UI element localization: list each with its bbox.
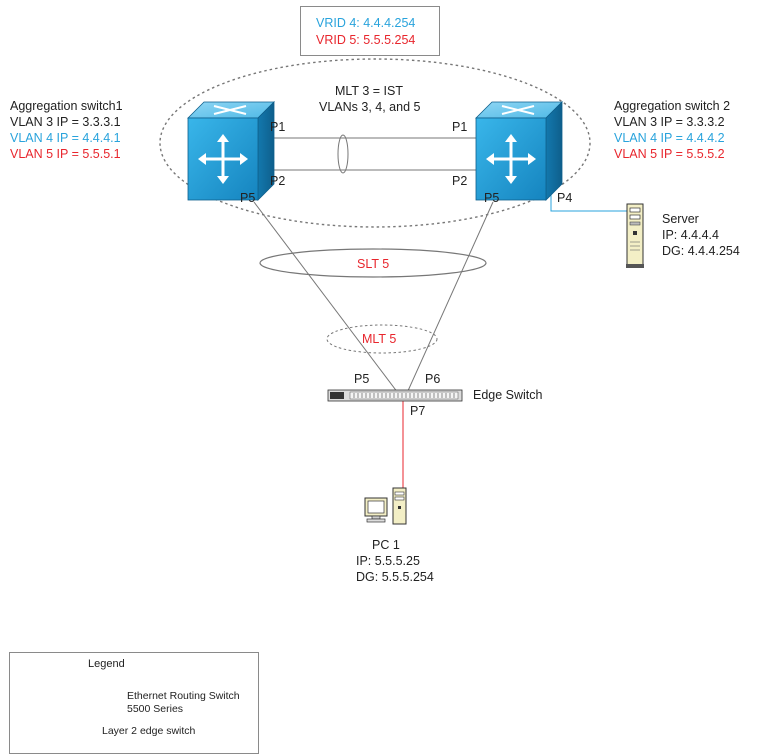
mlt5-label: MLT 5 xyxy=(362,332,397,346)
vrid-box xyxy=(300,6,440,56)
ist-label: MLT 3 = IST xyxy=(335,84,403,98)
link-agg1-to-edge xyxy=(253,201,399,394)
legend-ers-label-line2: 5500 Series xyxy=(127,703,184,715)
agg1-vlan5: VLAN 5 IP = 5.5.5.1 xyxy=(10,147,121,161)
agg1-vlan4: VLAN 4 IP = 4.4.4.1 xyxy=(10,131,121,145)
server-ip: IP: 4.4.4.4 xyxy=(662,228,719,242)
ist-vlans-label: VLANs 3, 4, and 5 xyxy=(319,100,421,114)
vrid5-label: VRID 5: 5.5.5.254 xyxy=(316,33,416,47)
agg1-port-p1: P1 xyxy=(270,120,286,134)
agg2-vlan4: VLAN 4 IP = 4.4.4.2 xyxy=(614,131,725,145)
agg2-vlan3: VLAN 3 IP = 3.3.3.2 xyxy=(614,115,725,129)
legend-edge-label: Layer 2 edge switch xyxy=(102,725,196,737)
pc-ip: IP: 5.5.5.25 xyxy=(356,554,420,568)
slt5-ellipse xyxy=(259,248,487,278)
agg2-title: Aggregation switch 2 xyxy=(614,99,731,113)
link-agg2-to-edge xyxy=(406,201,494,394)
pc-title: PC 1 xyxy=(372,538,400,552)
edge-port-p5: P5 xyxy=(354,372,370,386)
legend-title: Legend xyxy=(88,658,125,670)
server-dg: DG: 4.4.4.254 xyxy=(662,244,740,258)
mlt5-ellipse xyxy=(326,324,438,354)
agg2-port-p4: P4 xyxy=(557,191,573,205)
server-title: Server xyxy=(662,212,699,226)
edge-switch-icon xyxy=(327,389,463,402)
ist-mlt-bundle-ellipse xyxy=(337,134,349,174)
server-icon xyxy=(626,203,644,268)
edge-port-p7: P7 xyxy=(410,404,426,418)
legend-box xyxy=(9,652,259,754)
aggregation-switch2-icon xyxy=(475,101,563,201)
agg1-port-p2: P2 xyxy=(270,174,286,188)
slt5-label: SLT 5 xyxy=(357,257,390,271)
aggregation-cluster-ellipse xyxy=(159,58,591,228)
agg1-title: Aggregation switch1 xyxy=(10,99,123,113)
agg2-port-p1: P1 xyxy=(452,120,468,134)
aggregation-switch1-icon xyxy=(187,101,275,201)
agg2-port-p5: P5 xyxy=(484,191,500,205)
agg2-vlan5: VLAN 5 IP = 5.5.5.2 xyxy=(614,147,725,161)
vrid4-label: VRID 4: 4.4.4.254 xyxy=(316,16,416,30)
legend-ers-label-line1: Ethernet Routing Switch xyxy=(127,690,240,702)
pc-icon xyxy=(364,487,407,525)
edge-port-p6: P6 xyxy=(425,372,441,386)
edge-switch-label: Edge Switch xyxy=(473,388,543,402)
agg2-port-p2: P2 xyxy=(452,174,468,188)
agg1-vlan3: VLAN 3 IP = 3.3.3.1 xyxy=(10,115,121,129)
agg1-port-p5: P5 xyxy=(240,191,256,205)
server-link xyxy=(550,192,627,212)
pc-dg: DG: 5.5.5.254 xyxy=(356,570,434,584)
